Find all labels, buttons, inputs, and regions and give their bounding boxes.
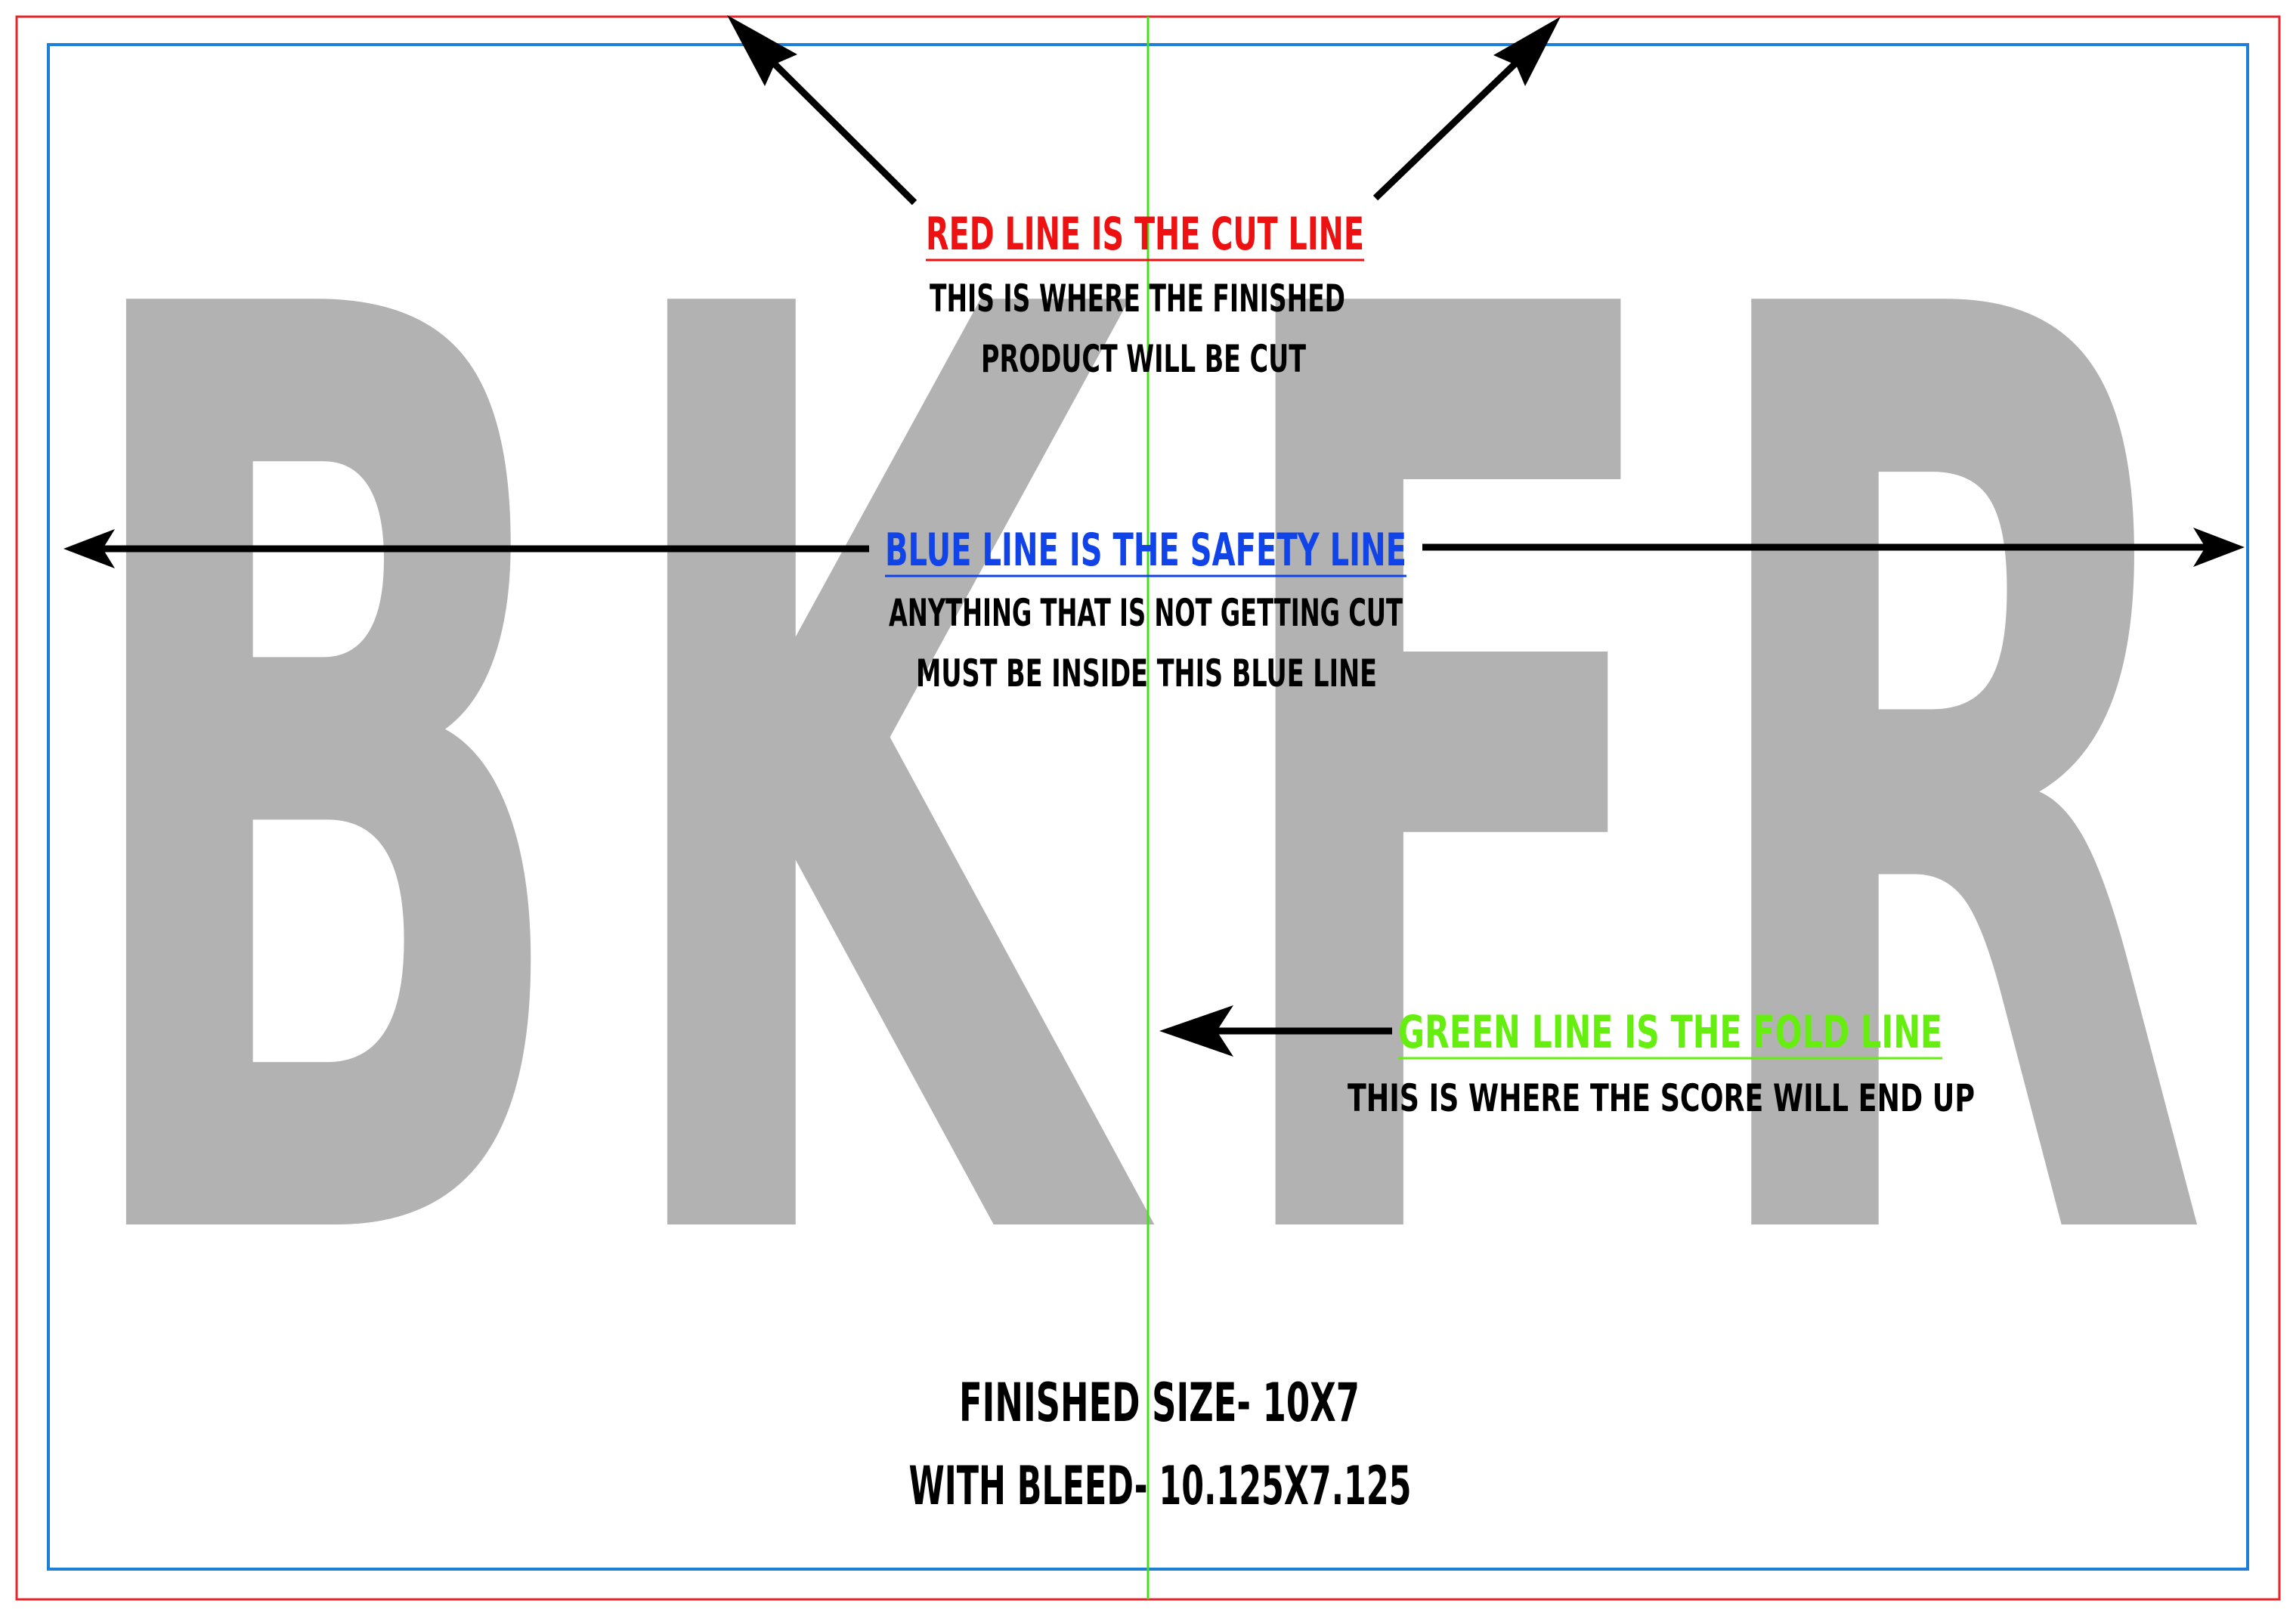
cut-annotation-line1: THIS IS WHERE THE FINISHED: [930, 277, 1345, 320]
arrows: [63, 15, 2245, 1057]
fold-annotation-line1: THIS IS WHERE THE SCORE WILL END UP: [1348, 1076, 1975, 1120]
size-specs: FINISHED SIZE- 10X7 WITH BLEED- 10.125X7…: [909, 1372, 1412, 1517]
cut-arrow-right-shaft: [1372, 42, 1537, 201]
safety-annotation-title: BLUE LINE IS THE SAFETY LINE: [885, 524, 1406, 577]
safety-annotation: BLUE LINE IS THE SAFETY LINE ANYTHING TH…: [885, 524, 1406, 695]
finished-size-label: FINISHED SIZE- 10X7: [959, 1372, 1360, 1434]
cut-annotation-line2: PRODUCT WILL BE CUT: [981, 337, 1306, 381]
safety-annotation-line2: MUST BE INSIDE THIS BLUE LINE: [916, 652, 1377, 695]
logo-letter-b: B: [64, 47, 578, 1525]
cut-arrow-left-shaft: [753, 42, 917, 206]
safety-annotation-line1: ANYTHING THAT IS NOT GETTING CUT: [889, 591, 1403, 635]
cut-annotation-title: RED LINE IS THE CUT LINE: [926, 208, 1364, 261]
fold-annotation-title: GREEN LINE IS THE FOLD LINE: [1398, 1006, 1942, 1059]
logo-letter-r: R: [1689, 47, 2211, 1525]
safety-arrow-right-head-icon: [2193, 528, 2245, 567]
cut-annotation: RED LINE IS THE CUT LINE THIS IS WHERE T…: [926, 208, 1364, 381]
fold-arrow-head-icon: [1159, 1005, 1233, 1057]
cut-arrow-right-head-icon: [1493, 17, 1561, 86]
with-bleed-label: WITH BLEED- 10.125X7.125: [909, 1455, 1412, 1517]
fold-annotation: GREEN LINE IS THE FOLD LINE THIS IS WHER…: [1348, 1006, 1975, 1120]
logo-letters: B K F R: [64, 47, 2211, 1525]
logo-letter-f: F: [1213, 47, 1678, 1525]
safety-arrow-left-head-icon: [63, 529, 115, 568]
cut-arrow-left-head-icon: [727, 15, 797, 86]
logo-letter-k: K: [605, 47, 1159, 1525]
